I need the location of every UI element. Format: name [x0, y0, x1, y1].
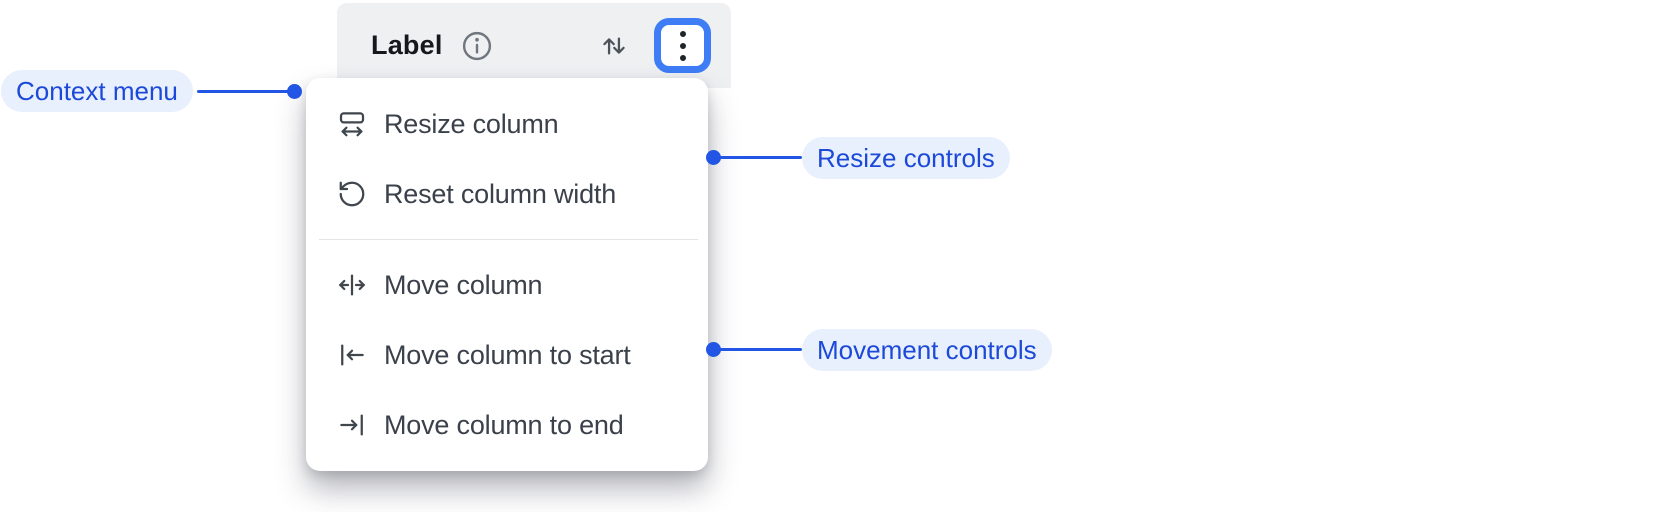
menu-item-resize-column[interactable]: Resize column	[306, 89, 708, 159]
kebab-dot	[679, 42, 686, 49]
sort-icon[interactable]	[598, 29, 630, 63]
connector-dot	[287, 84, 302, 99]
menu-item-label: Move column	[384, 269, 543, 300]
resize-column-icon	[337, 109, 367, 139]
column-header: Label	[337, 3, 731, 88]
connector-line	[713, 348, 802, 351]
move-column-to-end-icon	[337, 410, 367, 440]
connector-line	[713, 156, 802, 159]
menu-item-reset-column-width[interactable]: Reset column width	[306, 159, 708, 229]
reset-column-width-icon	[337, 179, 367, 209]
kebab-dot	[679, 54, 686, 61]
context-menu: Resize column Reset column width	[306, 78, 708, 471]
move-column-to-start-icon	[337, 340, 367, 370]
connector-line	[197, 90, 294, 93]
annotation-context-menu: Context menu	[1, 70, 193, 112]
column-menu-button[interactable]	[654, 18, 711, 73]
column-header-title: Label	[371, 30, 443, 60]
move-column-icon	[337, 270, 367, 300]
kebab-dot	[679, 30, 686, 37]
annotation-resize-controls: Resize controls	[802, 137, 1010, 179]
menu-item-label: Move column to end	[384, 409, 624, 440]
menu-item-move-column-to-start[interactable]: Move column to start	[306, 320, 708, 390]
menu-item-move-column-to-end[interactable]: Move column to end	[306, 390, 708, 460]
menu-item-label: Reset column width	[384, 178, 617, 209]
menu-item-label: Resize column	[384, 108, 559, 139]
info-icon[interactable]	[460, 29, 494, 63]
menu-item-label: Move column to start	[384, 339, 631, 370]
annotation-movement-controls: Movement controls	[802, 329, 1052, 371]
menu-item-move-column[interactable]: Move column	[306, 250, 708, 320]
menu-divider	[319, 239, 698, 240]
